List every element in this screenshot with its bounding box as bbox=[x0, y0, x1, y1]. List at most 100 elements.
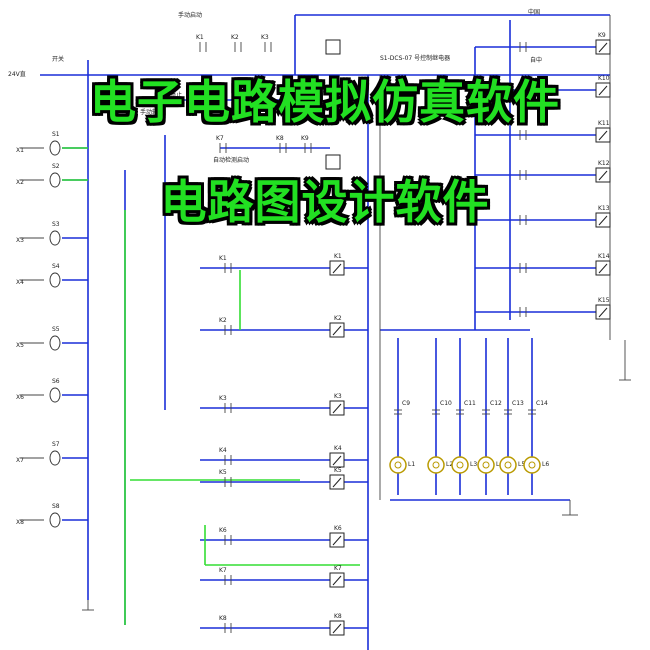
input-tag-label: X2 bbox=[16, 179, 24, 186]
switch-input-symbol bbox=[49, 140, 61, 156]
contact-label: K6 bbox=[219, 527, 227, 534]
switch-input-symbol bbox=[49, 387, 61, 403]
switch-input-label: S4 bbox=[52, 263, 60, 270]
headline-line-2: 电路图设计软件 bbox=[160, 175, 490, 229]
switch-input-symbol bbox=[49, 230, 61, 246]
contact-label: K8 bbox=[219, 615, 227, 622]
main-coil bbox=[325, 39, 341, 55]
switch-input-label: S8 bbox=[52, 503, 60, 510]
coil-diagonal bbox=[332, 535, 342, 546]
coil-diagonal bbox=[332, 623, 342, 634]
contact-label: K5 bbox=[231, 87, 239, 94]
green-wires bbox=[62, 147, 360, 625]
lamp-filament bbox=[482, 461, 490, 469]
switch-input-symbol bbox=[49, 450, 61, 466]
contact-label: K7 bbox=[219, 567, 227, 574]
label-auto-start: 手动/自动 bbox=[112, 113, 138, 121]
coil-diagonal bbox=[598, 215, 608, 226]
lamp-symbol bbox=[451, 456, 469, 474]
coil-diagonal bbox=[598, 42, 608, 53]
switch-input-label: S6 bbox=[52, 378, 60, 385]
contact-label: K8 bbox=[276, 135, 284, 142]
switch-input-symbol bbox=[49, 272, 61, 288]
capacitor-label: C13 bbox=[512, 400, 524, 407]
lamp-filament bbox=[432, 461, 440, 469]
label-controller: S1-DCS-07 号控制继电器 bbox=[380, 54, 450, 62]
capacitor-label: C14 bbox=[536, 400, 548, 407]
contact-label: K5 bbox=[219, 469, 227, 476]
coil-label: K8 bbox=[334, 613, 342, 620]
coil-label: K3 bbox=[334, 393, 342, 400]
lamp-label: L6 bbox=[542, 461, 549, 468]
contact-label: K1 bbox=[219, 255, 227, 262]
coil-label: K6 bbox=[334, 525, 342, 532]
coil-label: K4 bbox=[334, 445, 342, 452]
contact-label: K9 bbox=[301, 135, 309, 142]
switch-input-label: S1 bbox=[52, 131, 60, 138]
contact-label: K2 bbox=[219, 317, 227, 324]
coil-diagonal bbox=[598, 170, 608, 181]
lamp-symbol bbox=[523, 456, 541, 474]
contact-label: K3 bbox=[261, 34, 269, 41]
switch-input-label: S3 bbox=[52, 221, 60, 228]
label-auto-check: 自动检测启动 bbox=[213, 156, 249, 164]
lamp-filament bbox=[504, 461, 512, 469]
input-tag-label: X5 bbox=[16, 342, 24, 349]
lamp-filament bbox=[528, 461, 536, 469]
capacitor-label: C11 bbox=[464, 400, 476, 407]
coil-diagonal bbox=[598, 307, 608, 318]
input-tag-label: X3 bbox=[16, 237, 24, 244]
switch-input-label: S2 bbox=[52, 163, 60, 170]
right-output-label: K15 bbox=[598, 297, 610, 304]
switch-input-symbol bbox=[49, 335, 61, 351]
contact-label: K2 bbox=[231, 34, 239, 41]
lamp-symbol bbox=[499, 456, 517, 474]
check-coil bbox=[325, 154, 341, 170]
coil-diagonal bbox=[332, 263, 342, 274]
input-tag-label: X6 bbox=[16, 394, 24, 401]
lamp-label: L5 bbox=[518, 461, 525, 468]
coil-label: K5 bbox=[334, 467, 342, 474]
switch-input-symbol bbox=[49, 512, 61, 528]
label-stop: 停止 bbox=[170, 91, 182, 99]
coil-diagonal bbox=[332, 477, 342, 488]
capacitor-label: C9 bbox=[402, 400, 410, 407]
right-output-label: K9 bbox=[598, 32, 606, 39]
lamp-filament bbox=[394, 461, 402, 469]
coil-diagonal bbox=[332, 325, 342, 336]
lamp-filament bbox=[456, 461, 464, 469]
input-tag-label: X4 bbox=[16, 279, 24, 286]
capacitor-label: C10 bbox=[440, 400, 452, 407]
coil-diagonal bbox=[332, 575, 342, 586]
contact-label: K4 bbox=[219, 447, 227, 454]
switch-input-symbol bbox=[49, 172, 61, 188]
schematic-labels: 24V直 手动启动 停止 开关 手动/自动 手动转换 自动检测启动 S1-DCS… bbox=[8, 8, 542, 164]
coil-diagonal bbox=[332, 455, 342, 466]
coil-diagonal bbox=[598, 85, 608, 96]
right-output-label: K13 bbox=[598, 205, 610, 212]
coil-diagonal bbox=[598, 130, 608, 141]
capacitor-label: C12 bbox=[490, 400, 502, 407]
contact-label: K1 bbox=[196, 34, 204, 41]
right-output-label: K11 bbox=[598, 120, 610, 127]
contact-label: K3 bbox=[219, 395, 227, 402]
headline-line-1: 电子电路模拟仿真软件 bbox=[90, 75, 560, 129]
right-output-label: K10 bbox=[598, 75, 610, 82]
coil-diagonal bbox=[332, 403, 342, 414]
label-manual-selector: 手动转换 bbox=[140, 108, 164, 116]
lamp-label: L3 bbox=[470, 461, 477, 468]
lamp-symbol bbox=[389, 456, 407, 474]
supply-label: 24V直 bbox=[8, 70, 26, 78]
input-tag-label: X7 bbox=[16, 457, 24, 464]
coil-label: K7 bbox=[334, 565, 342, 572]
switch-input-label: S7 bbox=[52, 441, 60, 448]
input-tag-label: X8 bbox=[16, 519, 24, 526]
input-tag-label: X1 bbox=[16, 147, 24, 154]
coil-diagonal bbox=[598, 263, 608, 274]
right-output-label: K14 bbox=[598, 253, 610, 260]
coil-label: K2 bbox=[334, 315, 342, 322]
contact-label: K7 bbox=[216, 135, 224, 142]
contact-label: K6 bbox=[261, 87, 269, 94]
right-output-label: K12 bbox=[598, 160, 610, 167]
